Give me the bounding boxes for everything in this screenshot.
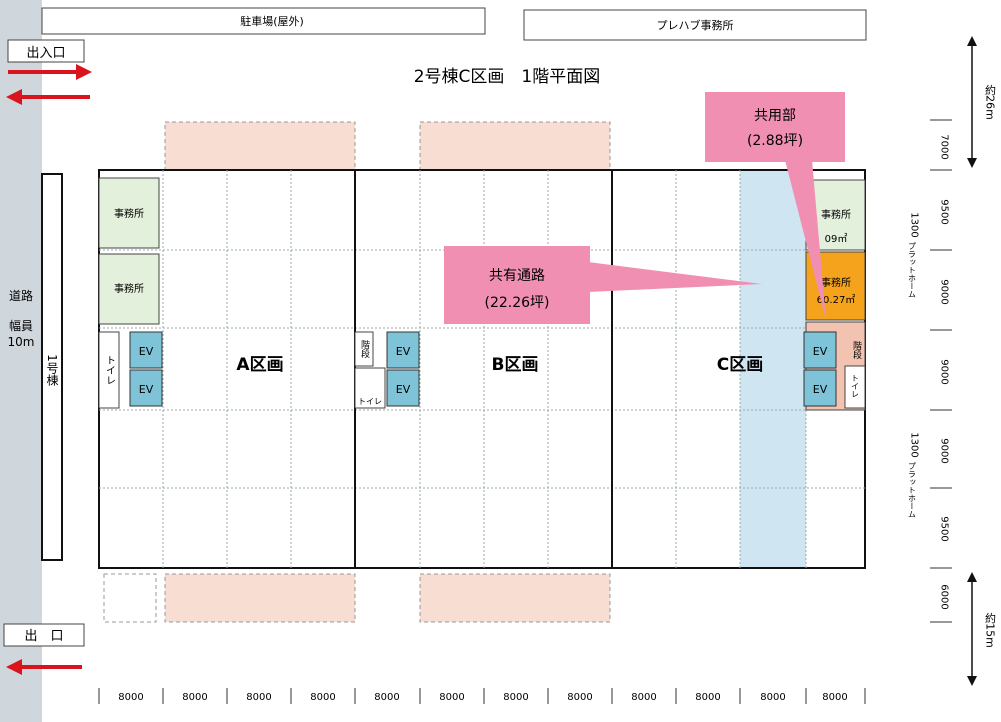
ev-a1 bbox=[129, 331, 163, 369]
building-1-label: 1号棟 bbox=[45, 354, 59, 386]
common-callout-name: 共用部 bbox=[754, 108, 796, 124]
stairs-c-label: 階段 bbox=[851, 341, 862, 360]
road bbox=[0, 0, 42, 722]
dim-bottom-11: 8000 bbox=[760, 692, 785, 703]
dim-right-1: 7000 bbox=[939, 134, 950, 159]
dim-right-2: 9500 bbox=[939, 199, 950, 224]
platform-label-1: プラットホーム bbox=[908, 242, 917, 298]
plan-title: 2号棟C区画 1階平面図 bbox=[414, 67, 601, 87]
zone-c-label: C区画 bbox=[717, 355, 763, 375]
dim-bottom-12: 8000 bbox=[822, 692, 847, 703]
ev-a2-label: EV bbox=[139, 383, 154, 396]
common-callout-pointer bbox=[785, 160, 826, 320]
ev-c2-label: EV bbox=[813, 383, 828, 396]
parking-stalls bbox=[103, 121, 611, 623]
dim-bottom-7: 8000 bbox=[503, 692, 528, 703]
dim-bottom-2: 8000 bbox=[182, 692, 207, 703]
right-dims: 7000 9500 9000 9000 9000 9500 6000 1300 … bbox=[909, 134, 950, 609]
bottom-dims: 8000 8000 8000 8000 8000 8000 8000 8000 … bbox=[118, 692, 847, 703]
dim-right-3: 9000 bbox=[939, 279, 950, 304]
right-dim-ticks bbox=[930, 119, 952, 623]
toilet-a-label: トイレ bbox=[104, 355, 116, 385]
road-width-value: 10m bbox=[8, 335, 35, 349]
toilet-c bbox=[844, 365, 866, 409]
platform-label-2: プラットホーム bbox=[908, 462, 917, 518]
bottom-dim-ticks bbox=[98, 688, 866, 704]
platform-width-1: 1300 bbox=[909, 212, 920, 237]
ev-c2 bbox=[803, 369, 837, 407]
parking-box bbox=[41, 7, 486, 35]
prefab-office-box bbox=[523, 9, 867, 41]
stairs-b bbox=[354, 331, 374, 367]
stairs-b-label: 階段 bbox=[359, 340, 370, 359]
exit-arrow bbox=[6, 659, 82, 675]
dim-right-5: 9000 bbox=[939, 438, 950, 463]
shared-passage-area bbox=[740, 170, 806, 568]
zone-b-label: B区画 bbox=[492, 355, 539, 375]
office-a2 bbox=[98, 253, 160, 325]
parking-label: 駐車場(屋外) bbox=[240, 14, 304, 28]
ev-a2 bbox=[129, 369, 163, 407]
entrance-arrows bbox=[6, 64, 92, 105]
ev-b2-label: EV bbox=[396, 383, 411, 396]
toilet-b-label: トイレ bbox=[358, 397, 382, 406]
dim-bottom-8: 8000 bbox=[567, 692, 592, 703]
prefab-office-label: プレハブ事務所 bbox=[657, 18, 734, 32]
toilet-b bbox=[354, 367, 386, 409]
ev-c1-label: EV bbox=[813, 345, 828, 358]
office-a1-label: 事務所 bbox=[114, 207, 144, 220]
exit-box bbox=[3, 623, 85, 647]
passage-callout-area: (22.26坪) bbox=[484, 295, 549, 311]
ev-b1-label: EV bbox=[396, 345, 411, 358]
dim-bottom-5: 8000 bbox=[374, 692, 399, 703]
dim-bottom-9: 8000 bbox=[631, 692, 656, 703]
approx-26m-label: 約26m bbox=[984, 83, 997, 120]
ev-a1-label: EV bbox=[139, 345, 154, 358]
dim-bottom-1: 8000 bbox=[118, 692, 143, 703]
building-1 bbox=[41, 173, 63, 561]
dim-bottom-4: 8000 bbox=[310, 692, 335, 703]
office-c1-label: 事務所 bbox=[821, 208, 851, 221]
approx-15m-label: 約15m bbox=[984, 611, 997, 648]
passage-callout bbox=[444, 246, 590, 324]
ev-c1 bbox=[803, 331, 837, 369]
exit-label: 出 口 bbox=[24, 629, 63, 644]
road-label: 道路 bbox=[9, 288, 33, 303]
office-c2-label: 事務所 bbox=[821, 276, 851, 289]
toilet-c-label: トイレ bbox=[851, 374, 860, 398]
office-c1-area: 09㎡ bbox=[825, 233, 848, 245]
entrance-label: 出入口 bbox=[26, 46, 65, 61]
zone-a-label: A区画 bbox=[236, 355, 283, 375]
zone-dividers bbox=[354, 170, 613, 568]
common-callout bbox=[705, 92, 845, 162]
ev-b2 bbox=[386, 369, 420, 407]
ev-b1 bbox=[386, 331, 420, 369]
dim-right-4: 9000 bbox=[939, 359, 950, 384]
passage-callout-name: 共有通路 bbox=[489, 268, 545, 284]
dim-bottom-3: 8000 bbox=[246, 692, 271, 703]
overall-dims bbox=[967, 36, 977, 686]
common-callout-area: (2.88坪) bbox=[747, 133, 803, 149]
office-a1 bbox=[98, 177, 160, 249]
office-a2-label: 事務所 bbox=[114, 282, 144, 295]
entrance-box bbox=[7, 39, 85, 63]
toilet-a bbox=[98, 331, 120, 409]
office-c2-area: 60.27㎡ bbox=[817, 294, 856, 306]
dim-right-6: 9500 bbox=[939, 516, 950, 541]
dim-bottom-6: 8000 bbox=[439, 692, 464, 703]
dim-right-7: 6000 bbox=[939, 584, 950, 609]
dim-bottom-10: 8000 bbox=[695, 692, 720, 703]
platform-width-2: 1300 bbox=[909, 432, 920, 457]
passage-callout-pointer bbox=[588, 262, 762, 292]
road-width-label: 幅員 bbox=[9, 318, 33, 333]
